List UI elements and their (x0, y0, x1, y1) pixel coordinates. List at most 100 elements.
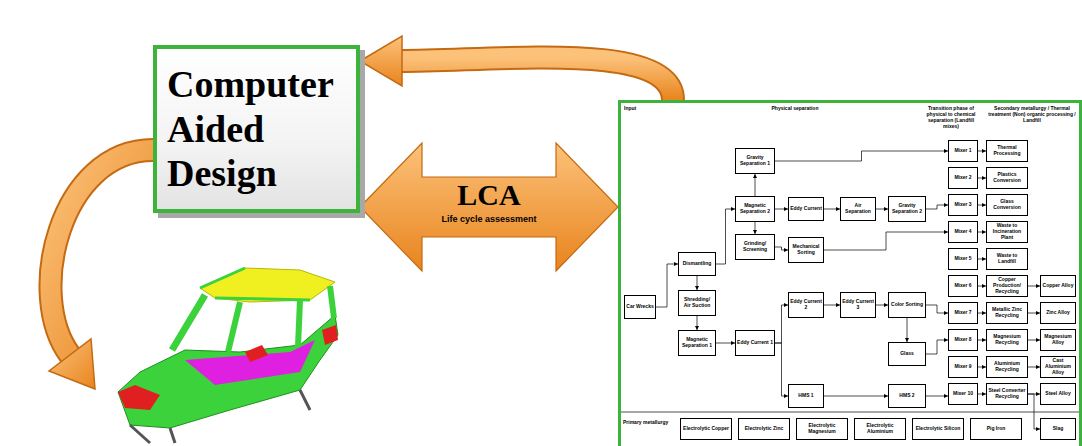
flow-line (926, 340, 948, 354)
car-part (118, 385, 160, 410)
process-box: Color Sorting (888, 292, 926, 318)
separator-line (621, 412, 1079, 413)
arrow-caption: Life cycle assessment (441, 214, 536, 225)
flow-line (1028, 286, 1040, 287)
flow-line (775, 247, 788, 250)
node-text: Mixer 2 (950, 175, 976, 181)
flow-line (824, 305, 840, 306)
curved-arrow-outline (50, 150, 153, 355)
node-text: Mixer 7 (950, 310, 976, 316)
flow-line (876, 209, 888, 210)
curved-arrow-outline (400, 57, 673, 100)
flow-line (1028, 394, 1040, 429)
node-text: Mixer 1 (950, 148, 976, 154)
process-box: Cast Aluminium Alloy (1040, 356, 1076, 378)
process-box: Magnesium Alloy (1040, 329, 1076, 351)
flow-line (926, 305, 948, 313)
process-box: Mixer 9 (948, 356, 978, 378)
curved-arrow-body (400, 57, 673, 100)
car-part (245, 345, 268, 362)
process-box: Slag (1040, 418, 1076, 440)
process-box: Magnesium Recycling (986, 329, 1028, 351)
panel-heading: Secondary metallurgy / Thermal treatment… (988, 105, 1076, 123)
node-text: Glass Conversion (988, 199, 1026, 211)
process-box: Gravity Separation 1 (735, 148, 775, 174)
node-text: Mixer 6 (950, 283, 976, 289)
flow-line (978, 232, 986, 233)
node-text: Waste to Incineration Plant (988, 223, 1026, 240)
flowchart-panel: InputPhysical separationTransition phase… (618, 100, 1082, 446)
node-text: Mechanical Sorting (790, 244, 822, 256)
node-text: Mixer 10 (950, 391, 976, 397)
node-text: Grinding/ Screening (737, 241, 773, 253)
panel-heading: Primary metallurgy (623, 419, 677, 425)
process-box: Pig Iron (970, 418, 1022, 440)
node-text: Copper Production/ Recycling (988, 277, 1026, 294)
process-box: Eddy Current 3 (840, 292, 876, 318)
car-pillar (298, 300, 300, 347)
car-rail (215, 298, 310, 300)
process-box: Mixer 3 (948, 194, 978, 216)
curved-arrow (360, 36, 673, 100)
node-text: Steel Alloy (1042, 391, 1074, 397)
process-box: Dismantling (678, 252, 716, 276)
panel-heading: Input (624, 105, 664, 111)
car-body (118, 315, 338, 428)
node-text: Waste to Landfill (988, 253, 1026, 265)
node-text: Color Sorting (890, 302, 924, 308)
node-text: Cast Aluminium Alloy (1042, 358, 1074, 375)
node-text: Eddy Current 3 (842, 299, 874, 311)
flow-line (978, 367, 986, 368)
node-text: Magnetic Separation 1 (680, 337, 714, 349)
node-text: Glass (890, 351, 924, 357)
node-text: Computer Aided Design (167, 62, 346, 195)
node-text: Aluminium Recycling (988, 361, 1026, 373)
flow-line (907, 318, 908, 342)
flow-line (978, 394, 986, 395)
flow-line (755, 174, 756, 196)
process-box: Magnetic Separation 1 (678, 330, 716, 356)
process-box: Mixer 8 (948, 329, 978, 351)
node-text: HMS 2 (890, 393, 924, 399)
process-box: Eddy Current (788, 197, 824, 221)
flow-line (1028, 313, 1040, 314)
flow-line (775, 343, 788, 396)
car-strut (300, 390, 310, 410)
process-box: Electrolytic Zinc (738, 418, 790, 440)
process-box: Mixer 1 (948, 140, 978, 162)
flow-line (824, 232, 948, 250)
node-text: Electrolytic Magnesium (798, 423, 846, 435)
node-text: Electrolytic Aluminium (856, 423, 904, 435)
node-text: Magnesium Alloy (1042, 334, 1074, 346)
flow-line (978, 286, 986, 287)
flow-line (824, 209, 840, 210)
flow-line (775, 151, 948, 161)
flow-line (1028, 367, 1040, 368)
curved-arrow (50, 150, 153, 355)
flow-line (755, 222, 756, 234)
process-box: Air Separation (840, 197, 876, 221)
node-text: Gravity Separation 2 (890, 203, 924, 215)
process-box: Mixer 2 (948, 167, 978, 189)
flow-line (978, 151, 986, 152)
node-text: Air Separation (842, 203, 874, 215)
flow-line (978, 178, 986, 179)
car-rail (200, 268, 245, 288)
process-box: Plastics Conversion (986, 167, 1028, 189)
process-box: Mixer 7 (948, 302, 978, 324)
flow-line (716, 343, 735, 344)
process-box: Glass Conversion (986, 194, 1028, 216)
car-pillar (172, 295, 205, 350)
flow-line (1028, 340, 1040, 341)
process-box: Glass (888, 342, 926, 366)
node-text: Zinc Alloy (1042, 310, 1074, 316)
process-box: Waste to Landfill (986, 248, 1028, 270)
process-box: Mixer 4 (948, 221, 978, 243)
node-text: Plastics Conversion (988, 172, 1026, 184)
process-box: Mechanical Sorting (788, 237, 824, 263)
flow-line (978, 259, 986, 260)
process-box: Mixer 6 (948, 275, 978, 297)
node-text: Mixer 8 (950, 337, 976, 343)
node-text: Steel Converter Recycling (988, 388, 1026, 400)
